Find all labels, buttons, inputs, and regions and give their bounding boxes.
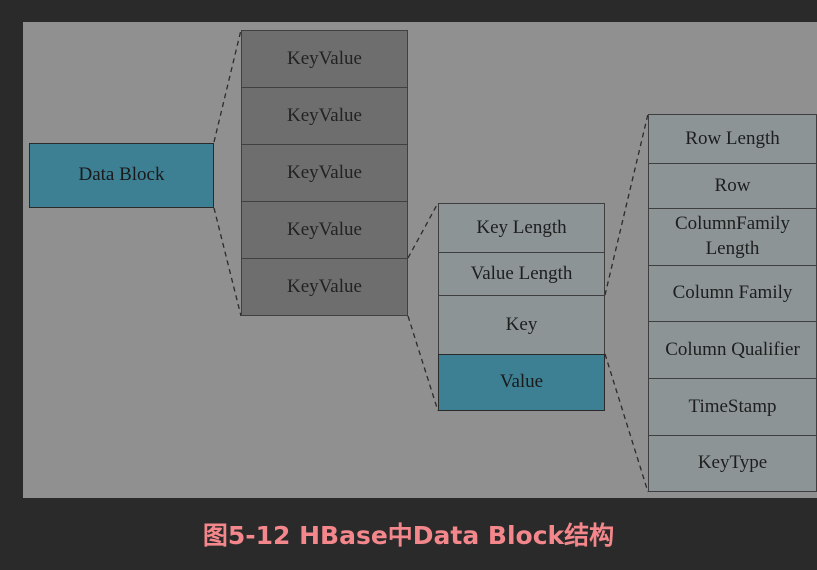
keyvalue-box: KeyValue [241,30,408,88]
keyvalue-label: KeyValue [287,104,362,126]
kv-field-key-length: Key Length [438,203,605,253]
connector-datablock-bottom [213,207,242,317]
key-field-columnfamily-length: ColumnFamily Length [648,208,817,266]
key-field-label: TimeStamp [688,395,777,417]
kv-field-value: Value [438,354,605,411]
keyvalue-label: KeyValue [287,218,362,240]
connector-key-top [604,113,649,296]
key-field-row-length: Row Length [648,114,817,164]
key-field-label: Column Qualifier [665,338,800,360]
key-field-label: Row Length [685,127,780,149]
key-field-row: Row [648,163,817,209]
kv-field-label: Key Length [476,216,567,238]
key-field-column-qualifier: Column Qualifier [648,321,817,379]
key-field-column-family: Column Family [648,265,817,322]
connector-keyvalue-bottom [407,315,439,412]
kv-field-label: Value Length [470,262,573,284]
data-block-label: Data Block [78,164,165,186]
data-block-box: Data Block [29,143,214,208]
keyvalue-label: KeyValue [287,161,362,183]
connector-lines [213,29,649,493]
key-field-label: KeyType [697,452,768,474]
keyvalue-box: KeyValue [241,87,408,145]
keyvalue-label: KeyValue [287,275,362,297]
key-field-keytype: KeyType [648,435,817,492]
connector-datablock-top [213,29,242,143]
kv-field-value-length: Value Length [438,252,605,296]
diagram-figure: Data Block KeyValue KeyValue KeyValue Ke… [23,22,817,498]
key-field-label: Row [714,174,751,196]
keyvalue-box: KeyValue [241,258,408,316]
kv-field-key: Key [438,295,605,355]
kv-field-label: Value [499,371,544,393]
keyvalue-box: KeyValue [241,201,408,259]
kv-field-label: Key [505,313,538,335]
connector-keyvalue-top [407,202,439,259]
figure-caption: 图5-12 HBase中Data Block结构 [202,521,615,550]
keyvalue-box: KeyValue [241,144,408,202]
keyvalue-label: KeyValue [287,47,362,69]
key-field-timestamp: TimeStamp [648,378,817,436]
key-field-label: ColumnFamily Length [674,213,791,259]
key-field-label: Column Family [672,282,793,304]
connector-key-bottom [604,353,649,493]
